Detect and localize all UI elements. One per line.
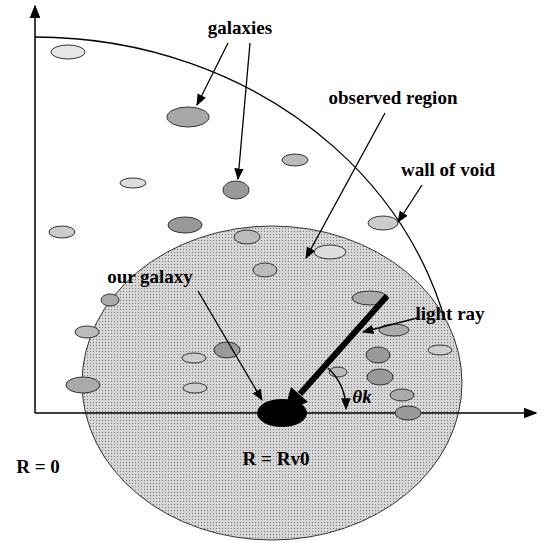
leader-arrow bbox=[398, 185, 422, 222]
galaxy-ellipse bbox=[120, 178, 146, 188]
galaxy-ellipse bbox=[390, 389, 414, 401]
leader-arrow bbox=[238, 43, 250, 179]
leader-arrow bbox=[197, 43, 228, 105]
galaxy-ellipse bbox=[66, 377, 100, 393]
galaxy-ellipse bbox=[223, 181, 249, 199]
angle-arc bbox=[328, 368, 346, 409]
ray-label: light ray bbox=[415, 303, 484, 325]
observed-region bbox=[82, 226, 462, 540]
galaxy-ellipse bbox=[314, 245, 346, 259]
galaxy-ellipse bbox=[51, 45, 85, 59]
galaxy-ellipse bbox=[182, 353, 206, 363]
light-ray-head bbox=[284, 387, 308, 412]
leader-arrow bbox=[198, 291, 262, 400]
leader-arrow bbox=[363, 318, 417, 332]
galaxy-ellipse bbox=[234, 230, 260, 244]
galaxy-ellipse bbox=[167, 107, 209, 127]
radius-label: R = 0 bbox=[16, 456, 60, 478]
galaxy-ellipse bbox=[49, 226, 75, 238]
vertical-axis bbox=[34, 6, 36, 413]
region-label: observed region bbox=[329, 87, 458, 109]
galaxy-label: our galaxy bbox=[107, 266, 193, 288]
galaxy-ellipse bbox=[253, 263, 277, 277]
galaxies-label: galaxies bbox=[208, 17, 272, 39]
galaxy-ellipse bbox=[366, 347, 390, 363]
galaxy-ellipse bbox=[379, 324, 409, 336]
galaxy-ellipse bbox=[367, 369, 393, 385]
wall-label: wall of void bbox=[401, 159, 495, 181]
galaxy-ellipse bbox=[368, 216, 398, 230]
leader-arrow bbox=[306, 113, 385, 258]
galaxy-ellipse bbox=[428, 345, 452, 355]
galaxy-ellipse bbox=[395, 406, 421, 420]
galaxy-ellipse bbox=[75, 326, 99, 338]
galaxy-ellipse bbox=[168, 217, 202, 233]
galaxy-ellipse bbox=[101, 294, 119, 306]
galaxy-ellipse bbox=[183, 383, 207, 393]
radius-label: R = Rv0 bbox=[243, 448, 310, 470]
angle-label: θk bbox=[352, 386, 371, 408]
light-ray bbox=[300, 296, 387, 394]
galaxy-ellipse bbox=[282, 154, 308, 166]
